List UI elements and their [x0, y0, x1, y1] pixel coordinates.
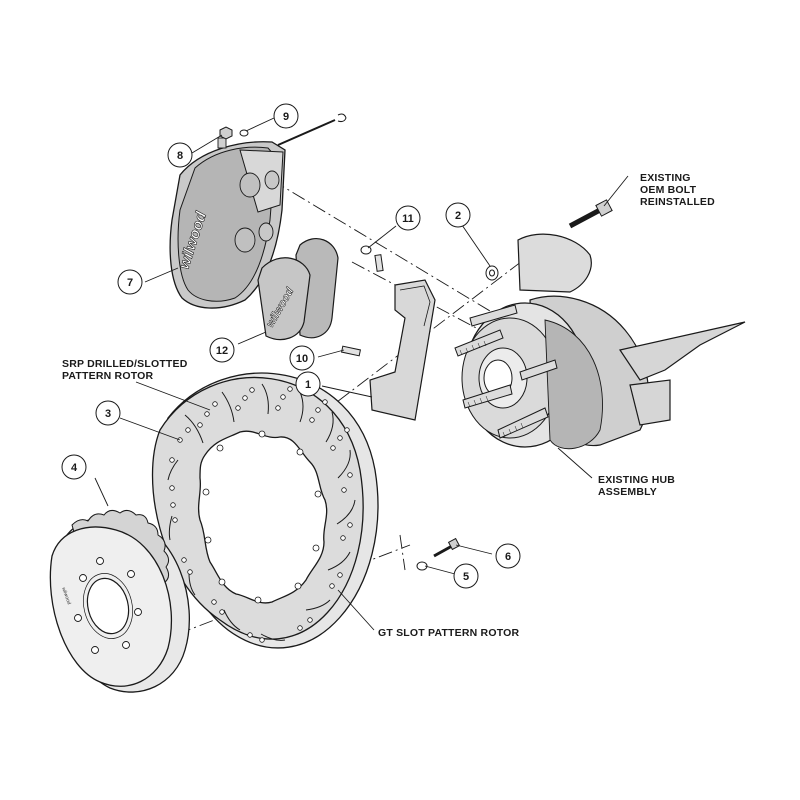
caliper-bracket: [369, 279, 436, 421]
callout-bubbles: 1 2 3 4 5 6 7 8 9 10 11 12: [61, 103, 521, 589]
svg-text:2: 2: [455, 210, 461, 222]
label-existing-hub-line2: ASSEMBLY: [598, 486, 657, 498]
svg-text:8: 8: [177, 150, 183, 162]
callout-2: 2: [445, 202, 471, 228]
callout-6: 6: [495, 543, 521, 569]
label-existing-oem-bolt: EXISTING OEM BOLT REINSTALLED: [640, 172, 715, 208]
svg-text:6: 6: [505, 551, 511, 563]
rotor: [151, 372, 379, 649]
label-srp-rotor-line2: PATTERN ROTOR: [62, 370, 154, 382]
hat-logo-text: wilwood: [60, 587, 72, 606]
svg-text:11: 11: [402, 213, 414, 225]
rotor-hat: wilwood: [49, 509, 190, 693]
svg-text:3: 3: [105, 408, 111, 420]
callout-5: 5: [453, 563, 479, 589]
svg-text:10: 10: [296, 353, 308, 365]
label-existing-oem-bolt-line1: EXISTING: [640, 172, 691, 184]
callout-8: 8: [167, 142, 193, 168]
callout-7: 7: [117, 269, 143, 295]
svg-text:7: 7: [127, 277, 133, 289]
label-existing-hub: EXISTING HUB ASSEMBLY: [598, 474, 675, 498]
label-gt-slot-rotor: GT SLOT PATTERN ROTOR: [378, 627, 519, 639]
label-existing-hub-line1: EXISTING HUB: [598, 474, 676, 486]
label-existing-oem-bolt-line3: REINSTALLED: [640, 196, 715, 208]
svg-text:9: 9: [283, 111, 289, 123]
callout-1: 1: [295, 371, 321, 397]
callout-leaders: [94, 117, 629, 631]
svg-text:1: 1: [305, 379, 311, 391]
caliper: wilwood: [169, 137, 286, 309]
callout-11: 11: [395, 205, 421, 231]
brake-pads: wilwood: [257, 238, 339, 341]
callout-4: 4: [61, 454, 87, 480]
label-srp-rotor: SRP DRILLED/SLOTTED PATTERN ROTOR: [62, 358, 188, 382]
label-gt-slot-rotor-line1: GT SLOT PATTERN ROTOR: [378, 627, 520, 639]
svg-text:4: 4: [71, 462, 78, 474]
callout-9: 9: [273, 103, 299, 129]
hardware: [219, 113, 613, 571]
hub-assembly: [454, 233, 746, 450]
svg-text:5: 5: [463, 571, 469, 583]
label-existing-oem-bolt-line2: OEM BOLT: [640, 184, 697, 196]
callout-3: 3: [95, 400, 121, 426]
callout-10: 10: [289, 345, 315, 371]
svg-text:12: 12: [216, 345, 228, 357]
label-srp-rotor-line1: SRP DRILLED/SLOTTED: [62, 358, 188, 370]
callout-12: 12: [209, 337, 235, 363]
